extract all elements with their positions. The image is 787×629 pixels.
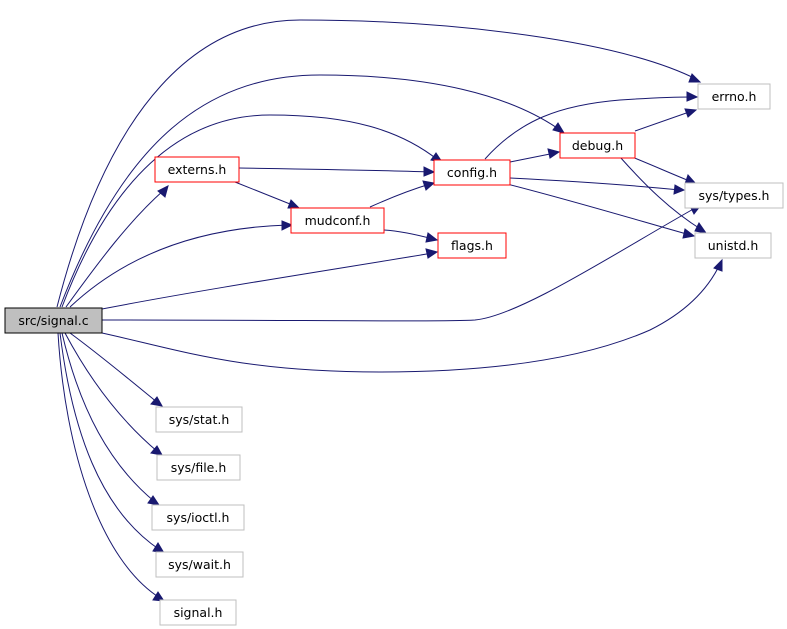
node-label: sys/ioctl.h	[167, 510, 230, 525]
edge-signal-c-to-mudconf-h	[69, 220, 294, 308]
node-sys-ioctl-h[interactable]: sys/ioctl.h	[151, 504, 245, 531]
node-box	[437, 232, 507, 259]
node-sys-types-h[interactable]: sys/types.h	[684, 182, 784, 209]
node-label: mudconf.h	[305, 213, 371, 228]
node-mudconf-h[interactable]: mudconf.h	[290, 207, 385, 234]
node-sys-file-h[interactable]: sys/file.h	[156, 454, 241, 481]
node-signal-h[interactable]: signal.h	[159, 599, 237, 626]
edge-signal-c-to-sys-file-h	[64, 332, 163, 456]
node-label: signal.h	[174, 605, 223, 620]
edge-debug-h-to-errno-h	[634, 108, 698, 132]
node-box	[697, 83, 771, 110]
edge-signal-c-to-sys-ioctl-h	[61, 332, 161, 506]
node-label: config.h	[447, 165, 497, 180]
edge-externs-h-to-config-h	[238, 166, 436, 177]
node-box	[684, 182, 784, 209]
node-label: src/signal.c	[18, 313, 88, 328]
edge-debug-h-to-unistd-h	[619, 156, 708, 234]
edge-config-h-to-debug-h	[509, 148, 561, 163]
edges-layer	[56, 19, 723, 602]
node-box	[159, 599, 237, 626]
edge-config-h-to-sys-types-h	[509, 177, 686, 195]
node-src-signal-c[interactable]: src/signal.c	[4, 307, 103, 334]
edge-signal-c-to-debug-h	[59, 74, 566, 308]
node-box	[155, 406, 243, 433]
node-externs-h[interactable]: externs.h	[154, 156, 240, 183]
node-box	[559, 132, 636, 159]
edge-config-h-to-errno-h	[484, 91, 699, 160]
nodes-layer: src/signal.c externs.h mudconf.h config.…	[4, 83, 784, 626]
node-box	[154, 156, 240, 183]
node-label: flags.h	[451, 238, 493, 253]
edge-signal-c-to-externs-h	[65, 185, 169, 308]
node-box	[155, 551, 244, 578]
node-label: externs.h	[168, 162, 227, 177]
node-label: errno.h	[712, 89, 757, 104]
node-sys-wait-h[interactable]: sys/wait.h	[155, 551, 244, 578]
node-box	[4, 307, 103, 334]
node-label: debug.h	[572, 138, 623, 153]
node-box	[290, 207, 385, 234]
node-label: unistd.h	[708, 238, 759, 253]
node-box	[694, 232, 772, 259]
node-box	[433, 159, 511, 186]
edge-mudconf-h-to-flags-h	[383, 229, 439, 243]
node-label: sys/file.h	[171, 460, 227, 475]
node-config-h[interactable]: config.h	[433, 159, 511, 186]
node-box	[151, 504, 245, 531]
edge-config-h-to-unistd-h	[506, 183, 696, 239]
node-flags-h[interactable]: flags.h	[437, 232, 507, 259]
edge-signal-c-to-errno-h	[56, 19, 702, 308]
edge-signal-c-to-unistd-h	[101, 258, 723, 373]
node-errno-h[interactable]: errno.h	[697, 83, 771, 110]
edge-signal-c-to-flags-h	[101, 248, 439, 310]
edge-signal-c-to-signal-h	[57, 332, 165, 602]
node-label: sys/wait.h	[168, 557, 231, 572]
edge-mudconf-h-to-config-h	[369, 180, 436, 208]
node-sys-stat-h[interactable]: sys/stat.h	[155, 406, 243, 433]
edge-externs-h-to-mudconf-h	[234, 181, 301, 209]
node-label: sys/types.h	[699, 188, 770, 203]
node-unistd-h[interactable]: unistd.h	[694, 232, 772, 259]
node-box	[156, 454, 241, 481]
node-debug-h[interactable]: debug.h	[559, 132, 636, 159]
edge-signal-c-to-sys-stat-h	[69, 332, 163, 407]
edge-signal-c-to-sys-types-h	[101, 204, 703, 322]
node-label: sys/stat.h	[169, 412, 230, 427]
